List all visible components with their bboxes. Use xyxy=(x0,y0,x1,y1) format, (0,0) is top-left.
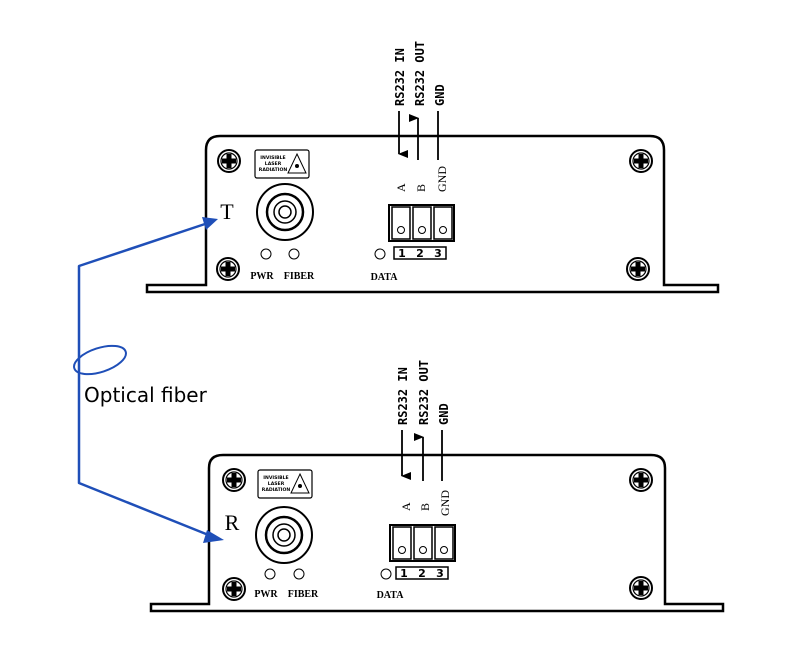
optical-fiber-link: Optical fiber xyxy=(73,217,224,543)
signal-label: RS232 IN xyxy=(396,367,410,425)
data-led xyxy=(374,248,386,260)
laser-warning-label: INVISIBLE LASER RADIATION xyxy=(254,149,310,179)
fiber-bundle-marker xyxy=(73,344,127,376)
pin-number: 2 xyxy=(416,247,424,260)
warning-text-line: LASER xyxy=(265,161,282,167)
warning-text-line: RADIATION xyxy=(259,167,288,173)
fiber-connector xyxy=(256,183,314,241)
pin-letter: A xyxy=(399,502,413,511)
fiber-led xyxy=(288,248,300,260)
warning-text-line: INVISIBLE xyxy=(260,155,285,161)
laser-hazard-icon xyxy=(287,152,307,174)
pin-number: 2 xyxy=(418,567,426,580)
pwr-led xyxy=(264,568,276,580)
screw-icon xyxy=(629,468,653,492)
pin-number: 3 xyxy=(434,247,442,260)
screw-icon xyxy=(222,577,246,601)
pin-letter: B xyxy=(418,503,432,511)
laser-hazard-icon xyxy=(290,472,310,494)
pin-letter: GND xyxy=(438,490,452,516)
terminal-block: 1 2 3 xyxy=(388,204,455,260)
screw-icon xyxy=(629,576,653,600)
pin-letter: B xyxy=(414,184,428,192)
pin-number: 1 xyxy=(400,567,408,580)
pwr-label: PWR xyxy=(250,271,274,282)
pwr-led xyxy=(260,248,272,260)
fiber-led xyxy=(293,568,305,580)
fiber-label: Optical fiber xyxy=(84,383,208,407)
pin-number: 1 xyxy=(398,247,406,260)
fiber-label: FIBER xyxy=(288,589,319,600)
transmitter-unit: INVISIBLE LASER RADIATION T PWR FIBER xyxy=(145,41,720,294)
warning-text-line: RADIATION xyxy=(262,487,291,493)
signal-label: RS232 OUT xyxy=(413,41,427,106)
pin-letter: A xyxy=(394,183,408,192)
data-label: DATA xyxy=(377,590,405,601)
fiber-cable xyxy=(77,222,212,538)
pin-number: 3 xyxy=(436,567,444,580)
signal-label: GND xyxy=(433,84,447,106)
screw-icon xyxy=(217,149,241,173)
screw-icon xyxy=(216,257,240,281)
fiber-arrowhead-icon xyxy=(202,217,218,230)
receiver-unit: INVISIBLE LASER RADIATION R PWR FIBER xyxy=(149,360,725,613)
signal-label: GND xyxy=(437,403,451,425)
fiber-arrowhead-icon xyxy=(203,530,224,543)
signal-label: RS232 OUT xyxy=(417,360,431,425)
screw-icon xyxy=(629,149,653,173)
laser-warning-label: INVISIBLE LASER RADIATION xyxy=(257,469,313,499)
data-led xyxy=(380,568,392,580)
pin-letter: GND xyxy=(435,166,449,192)
screw-icon xyxy=(626,257,650,281)
screw-icon xyxy=(222,468,246,492)
data-label: DATA xyxy=(371,272,399,283)
terminal-block: 1 2 3 xyxy=(389,524,456,580)
signal-label: RS232 IN xyxy=(393,48,407,106)
fiber-connector xyxy=(255,506,313,564)
side-letter: R xyxy=(225,510,240,535)
pwr-label: PWR xyxy=(254,589,278,600)
side-letter: T xyxy=(220,199,234,224)
fiber-label: FIBER xyxy=(284,271,315,282)
warning-text-line: LASER xyxy=(268,481,285,487)
warning-text-line: INVISIBLE xyxy=(263,475,288,481)
